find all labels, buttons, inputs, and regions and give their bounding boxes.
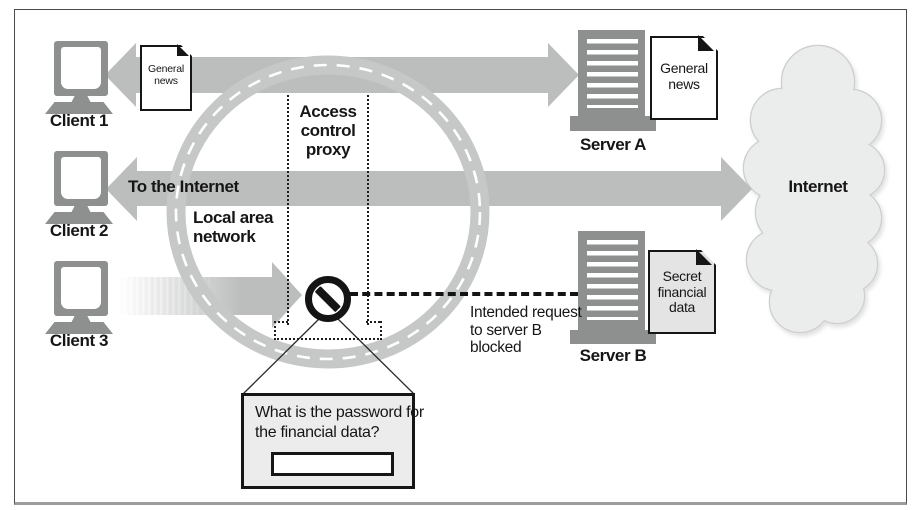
server-a-base <box>570 116 656 131</box>
internet-arrow <box>136 171 722 206</box>
prohibition-icon <box>305 276 351 322</box>
server-slats <box>587 39 638 108</box>
server-slats <box>587 240 638 320</box>
callout-pointer-line-left <box>242 317 321 395</box>
document-label: General news <box>148 63 184 87</box>
to-the-internet-label: To the Internet <box>128 177 239 196</box>
proxy-boundary-right <box>367 95 369 325</box>
figure-border <box>14 9 907 505</box>
general-news-document-icon: General news <box>140 45 192 111</box>
local-area-network-label: Local area network <box>193 208 274 246</box>
server-a-label: Server A <box>579 135 647 154</box>
internet-label: Internet <box>788 177 848 196</box>
monitor-screen <box>61 267 101 309</box>
access-control-proxy-label: Access control proxy <box>299 102 357 159</box>
blocked-request-note: Intended request to server B blocked <box>470 304 582 356</box>
lan-ring-dashes <box>174 63 482 361</box>
document-label: Secret financial data <box>657 268 707 315</box>
document-label: General news <box>660 60 708 92</box>
client-3-computer-icon <box>44 261 114 335</box>
password-prompt-callout: What is the password for the financial d… <box>241 393 424 489</box>
password-input-box <box>271 452 394 476</box>
server-a-icon <box>578 30 645 120</box>
proxy-boundary-stub-right <box>366 321 380 323</box>
client-2-computer-icon <box>44 151 114 225</box>
client-1-label: Client 1 <box>49 111 109 130</box>
server-b-label: Server B <box>579 346 647 365</box>
client-3-label: Client 3 <box>49 331 109 350</box>
internet-arrow-right-head <box>721 157 752 221</box>
callout-pointer-line-right <box>336 317 415 395</box>
server-b-icon <box>578 231 645 332</box>
top-arrow-right-head <box>548 43 579 107</box>
proxy-boundary-foot <box>274 321 382 340</box>
monitor-screen <box>61 157 101 199</box>
prohibition-slash <box>315 286 341 312</box>
blocked-request-dashed-line <box>350 292 578 296</box>
proxy-boundary-left <box>287 95 289 325</box>
top-arrow-left-head <box>105 43 136 107</box>
client-1-computer-icon <box>44 41 114 115</box>
internet-arrow-left-head <box>106 157 137 221</box>
server-b-base <box>570 330 656 344</box>
client-2-label: Client 2 <box>49 221 109 240</box>
monitor-screen <box>61 47 101 89</box>
password-prompt-text: What is the password for the financial d… <box>255 404 424 441</box>
proxy-boundary-stub-left <box>274 321 288 323</box>
